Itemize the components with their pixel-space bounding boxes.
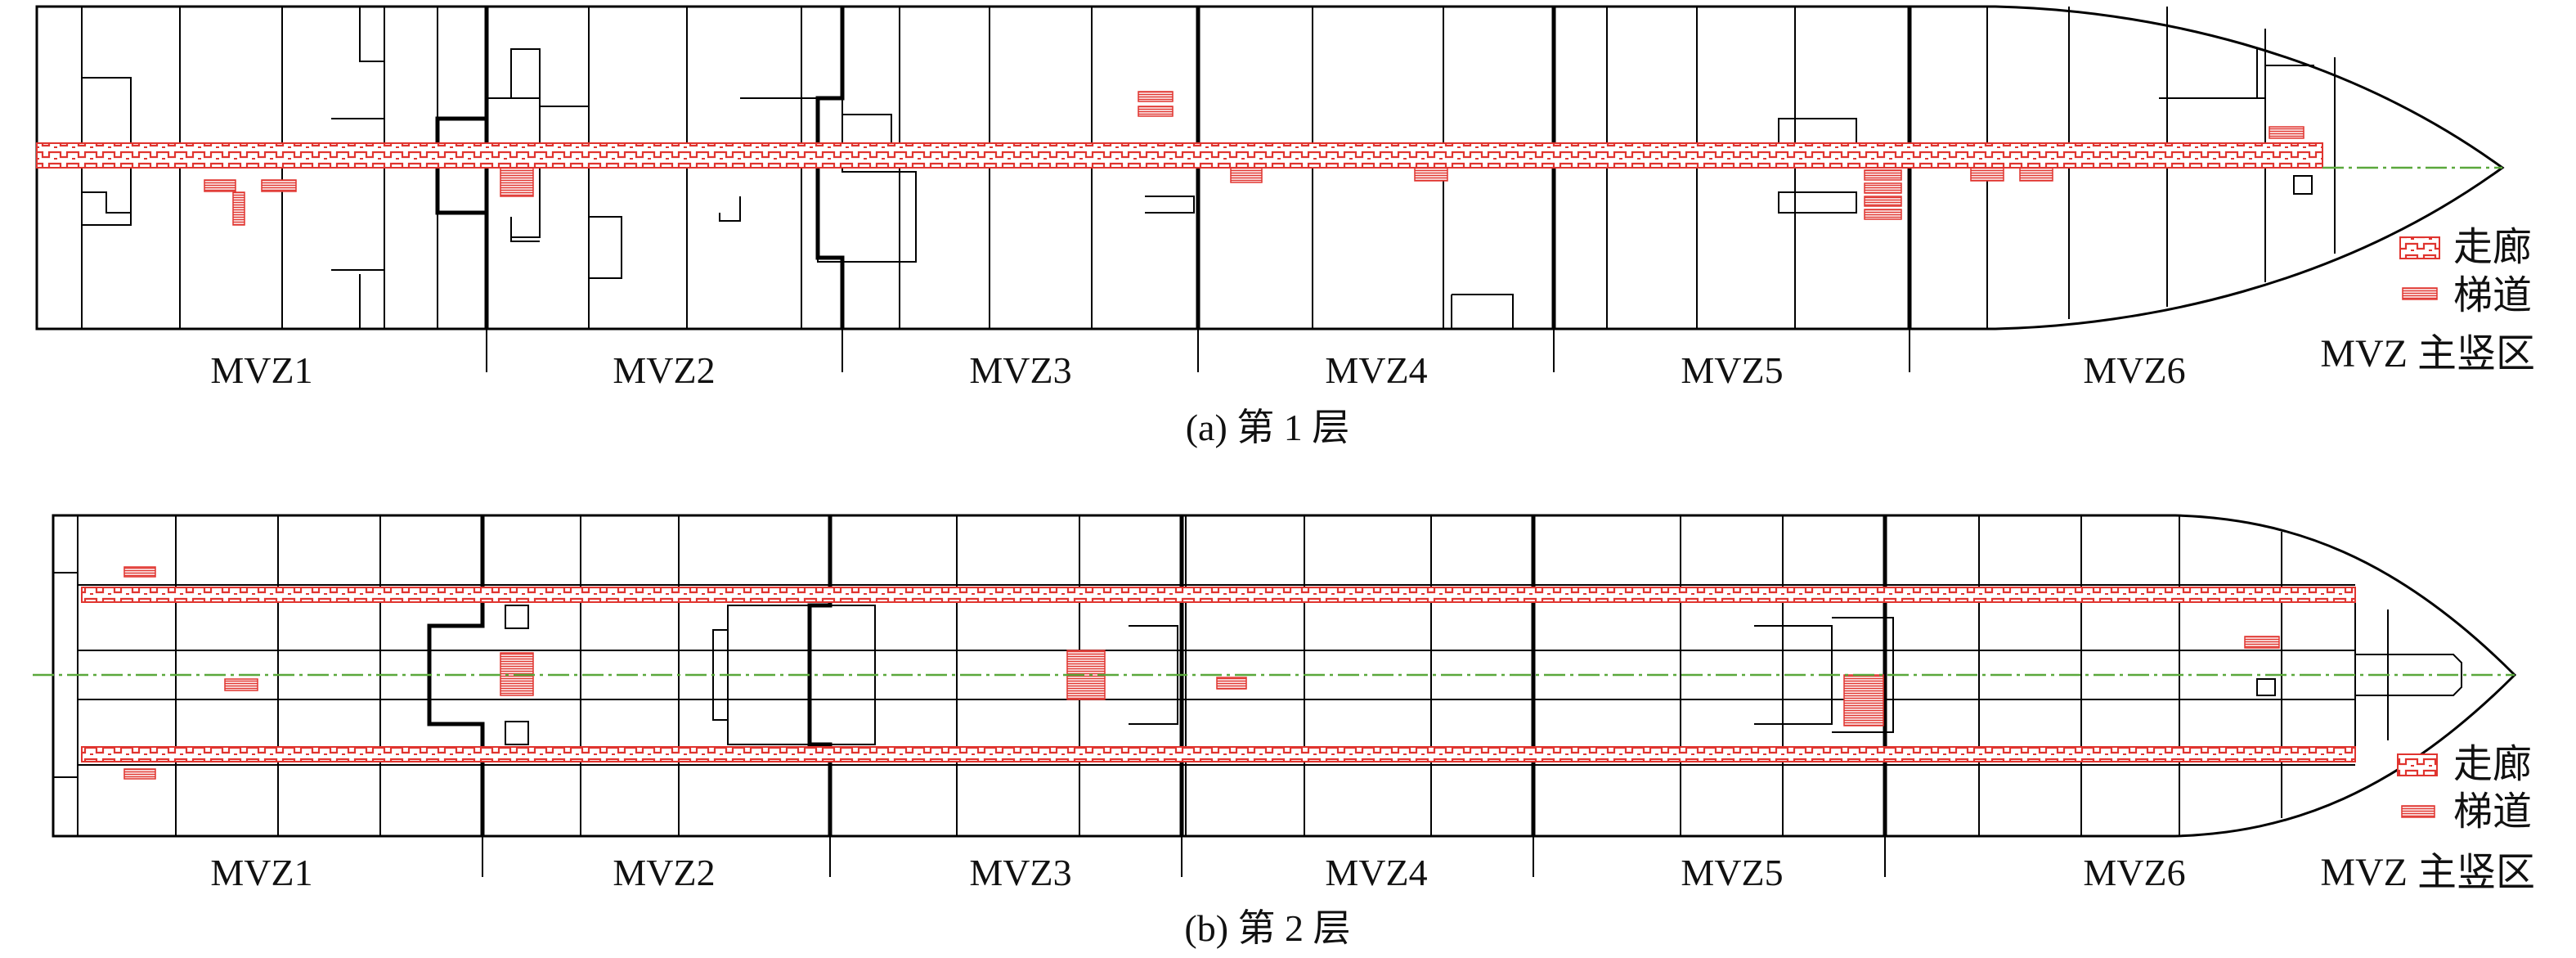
stair: [1864, 169, 1902, 181]
stair: [204, 179, 236, 192]
panel-b-corridor-lower: [81, 746, 2356, 762]
panel-b-corridor-upper: [81, 587, 2356, 603]
stair-legend-label: 梯道: [2453, 274, 2532, 317]
panel-a-zone-labels: MVZ1 MVZ2 MVZ3 MVZ4 MVZ5 MVZ6: [210, 349, 2185, 391]
stair-legend-swatch: [2402, 287, 2438, 300]
panel-b-zone-labels: MVZ1 MVZ2 MVZ3 MVZ4 MVZ5 MVZ6: [210, 852, 2185, 893]
stair: [1864, 196, 1902, 207]
panel-a-corridor: [36, 142, 2323, 169]
stair: [232, 191, 245, 226]
stair: [123, 566, 156, 578]
stair: [1216, 677, 1247, 690]
zone-label: MVZ6: [2083, 349, 2185, 391]
zone-note-label: MVZ 主竖区: [2320, 851, 2535, 894]
stair: [224, 678, 258, 691]
zone-label: MVZ5: [1681, 852, 1783, 893]
panel-b-legend: 走廊 梯道 MVZ 主竖区: [2320, 743, 2535, 894]
corridor-legend-swatch: [2397, 753, 2438, 776]
stair: [1864, 209, 1902, 220]
zone-label: MVZ1: [210, 852, 312, 893]
zone-label: MVZ5: [1681, 349, 1783, 391]
stair: [1414, 167, 1448, 182]
zone-label: MVZ4: [1325, 852, 1427, 893]
stair: [500, 167, 534, 197]
panel-b-zone-dividers: [482, 836, 1886, 877]
panel-a-stairs: [204, 91, 2304, 226]
zone-label: MVZ1: [210, 349, 312, 391]
stair: [123, 768, 156, 780]
stair: [1864, 182, 1902, 194]
zone-note-label: MVZ 主竖区: [2320, 332, 2535, 376]
stair: [2244, 636, 2280, 649]
zone-label: MVZ3: [969, 349, 1071, 391]
stair: [2019, 167, 2053, 182]
panel-b-caption: (b) 第 2 层: [1184, 907, 1350, 949]
zone-label: MVZ4: [1325, 349, 1427, 391]
stair: [1843, 674, 1884, 726]
stair-legend-swatch: [2401, 805, 2435, 818]
stair-legend-label: 梯道: [2453, 790, 2532, 834]
stair: [1138, 106, 1174, 117]
zone-label: MVZ6: [2083, 852, 2185, 893]
zone-label: MVZ3: [969, 852, 1071, 893]
panel-a-deck-plan: MVZ1 MVZ2 MVZ3 MVZ4 MVZ5 MVZ6 走廊 梯道 MVZ …: [35, 5, 2535, 448]
stair: [1970, 167, 2004, 182]
panel-a-caption: (a) 第 1 层: [1186, 407, 1350, 448]
zone-label: MVZ2: [613, 349, 715, 391]
stair: [1138, 91, 1174, 102]
stair: [261, 179, 297, 192]
zone-label: MVZ2: [613, 852, 715, 893]
stair: [1230, 167, 1263, 183]
panel-a-zone-dividers: [486, 329, 1910, 372]
corridor-legend-label: 走廊: [2453, 226, 2532, 269]
panel-a-legend: 走廊 梯道 MVZ 主竖区: [2320, 226, 2535, 376]
corridor-legend-label: 走廊: [2453, 743, 2532, 786]
panel-b-deck-plan: MVZ1 MVZ2 MVZ3 MVZ4 MVZ5 MVZ6 走廊 梯道 MVZ …: [33, 514, 2535, 949]
stair: [2269, 126, 2304, 139]
corridor-legend-swatch: [2399, 236, 2440, 259]
